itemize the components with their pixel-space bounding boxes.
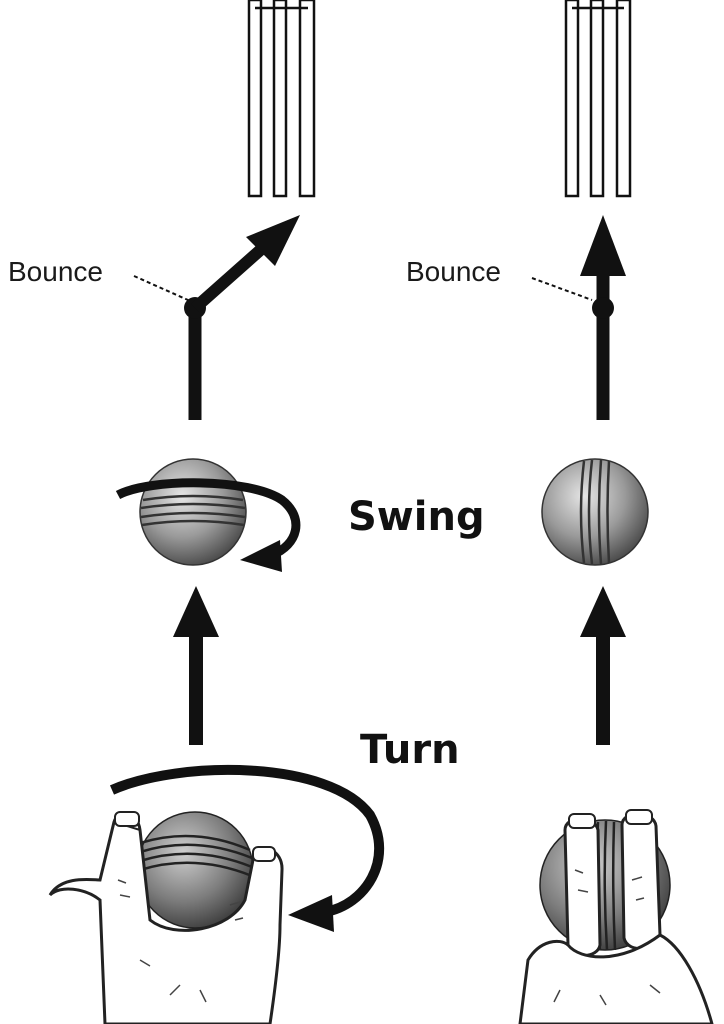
bounce-label-right: Bounce (406, 256, 501, 287)
stumps-left-icon (247, 0, 316, 198)
left-trajectory (184, 215, 300, 420)
swing-label: Swing (348, 494, 485, 540)
right-trajectory (580, 215, 626, 420)
up-arrow-right (580, 586, 626, 745)
bounce-leader-right (531, 277, 593, 301)
bounce-leader-left (133, 275, 189, 301)
up-arrow-left (173, 586, 219, 745)
turn-arrow-left (109, 764, 385, 932)
right-bounce-point (592, 297, 614, 319)
stumps-right-icon (564, 0, 632, 198)
turn-label: Turn (360, 727, 460, 773)
right-straight-arrowhead (580, 215, 626, 276)
bowling-hand-left-icon (48, 811, 284, 1024)
swing-ball-right-icon (541, 458, 649, 566)
bowling-hand-right-icon (518, 809, 714, 1024)
bounce-label-left: Bounce (8, 256, 103, 287)
swing-ball-left-icon (139, 458, 247, 566)
swing-arrow-left (115, 478, 301, 572)
left-deflection-arrowhead (246, 215, 300, 266)
